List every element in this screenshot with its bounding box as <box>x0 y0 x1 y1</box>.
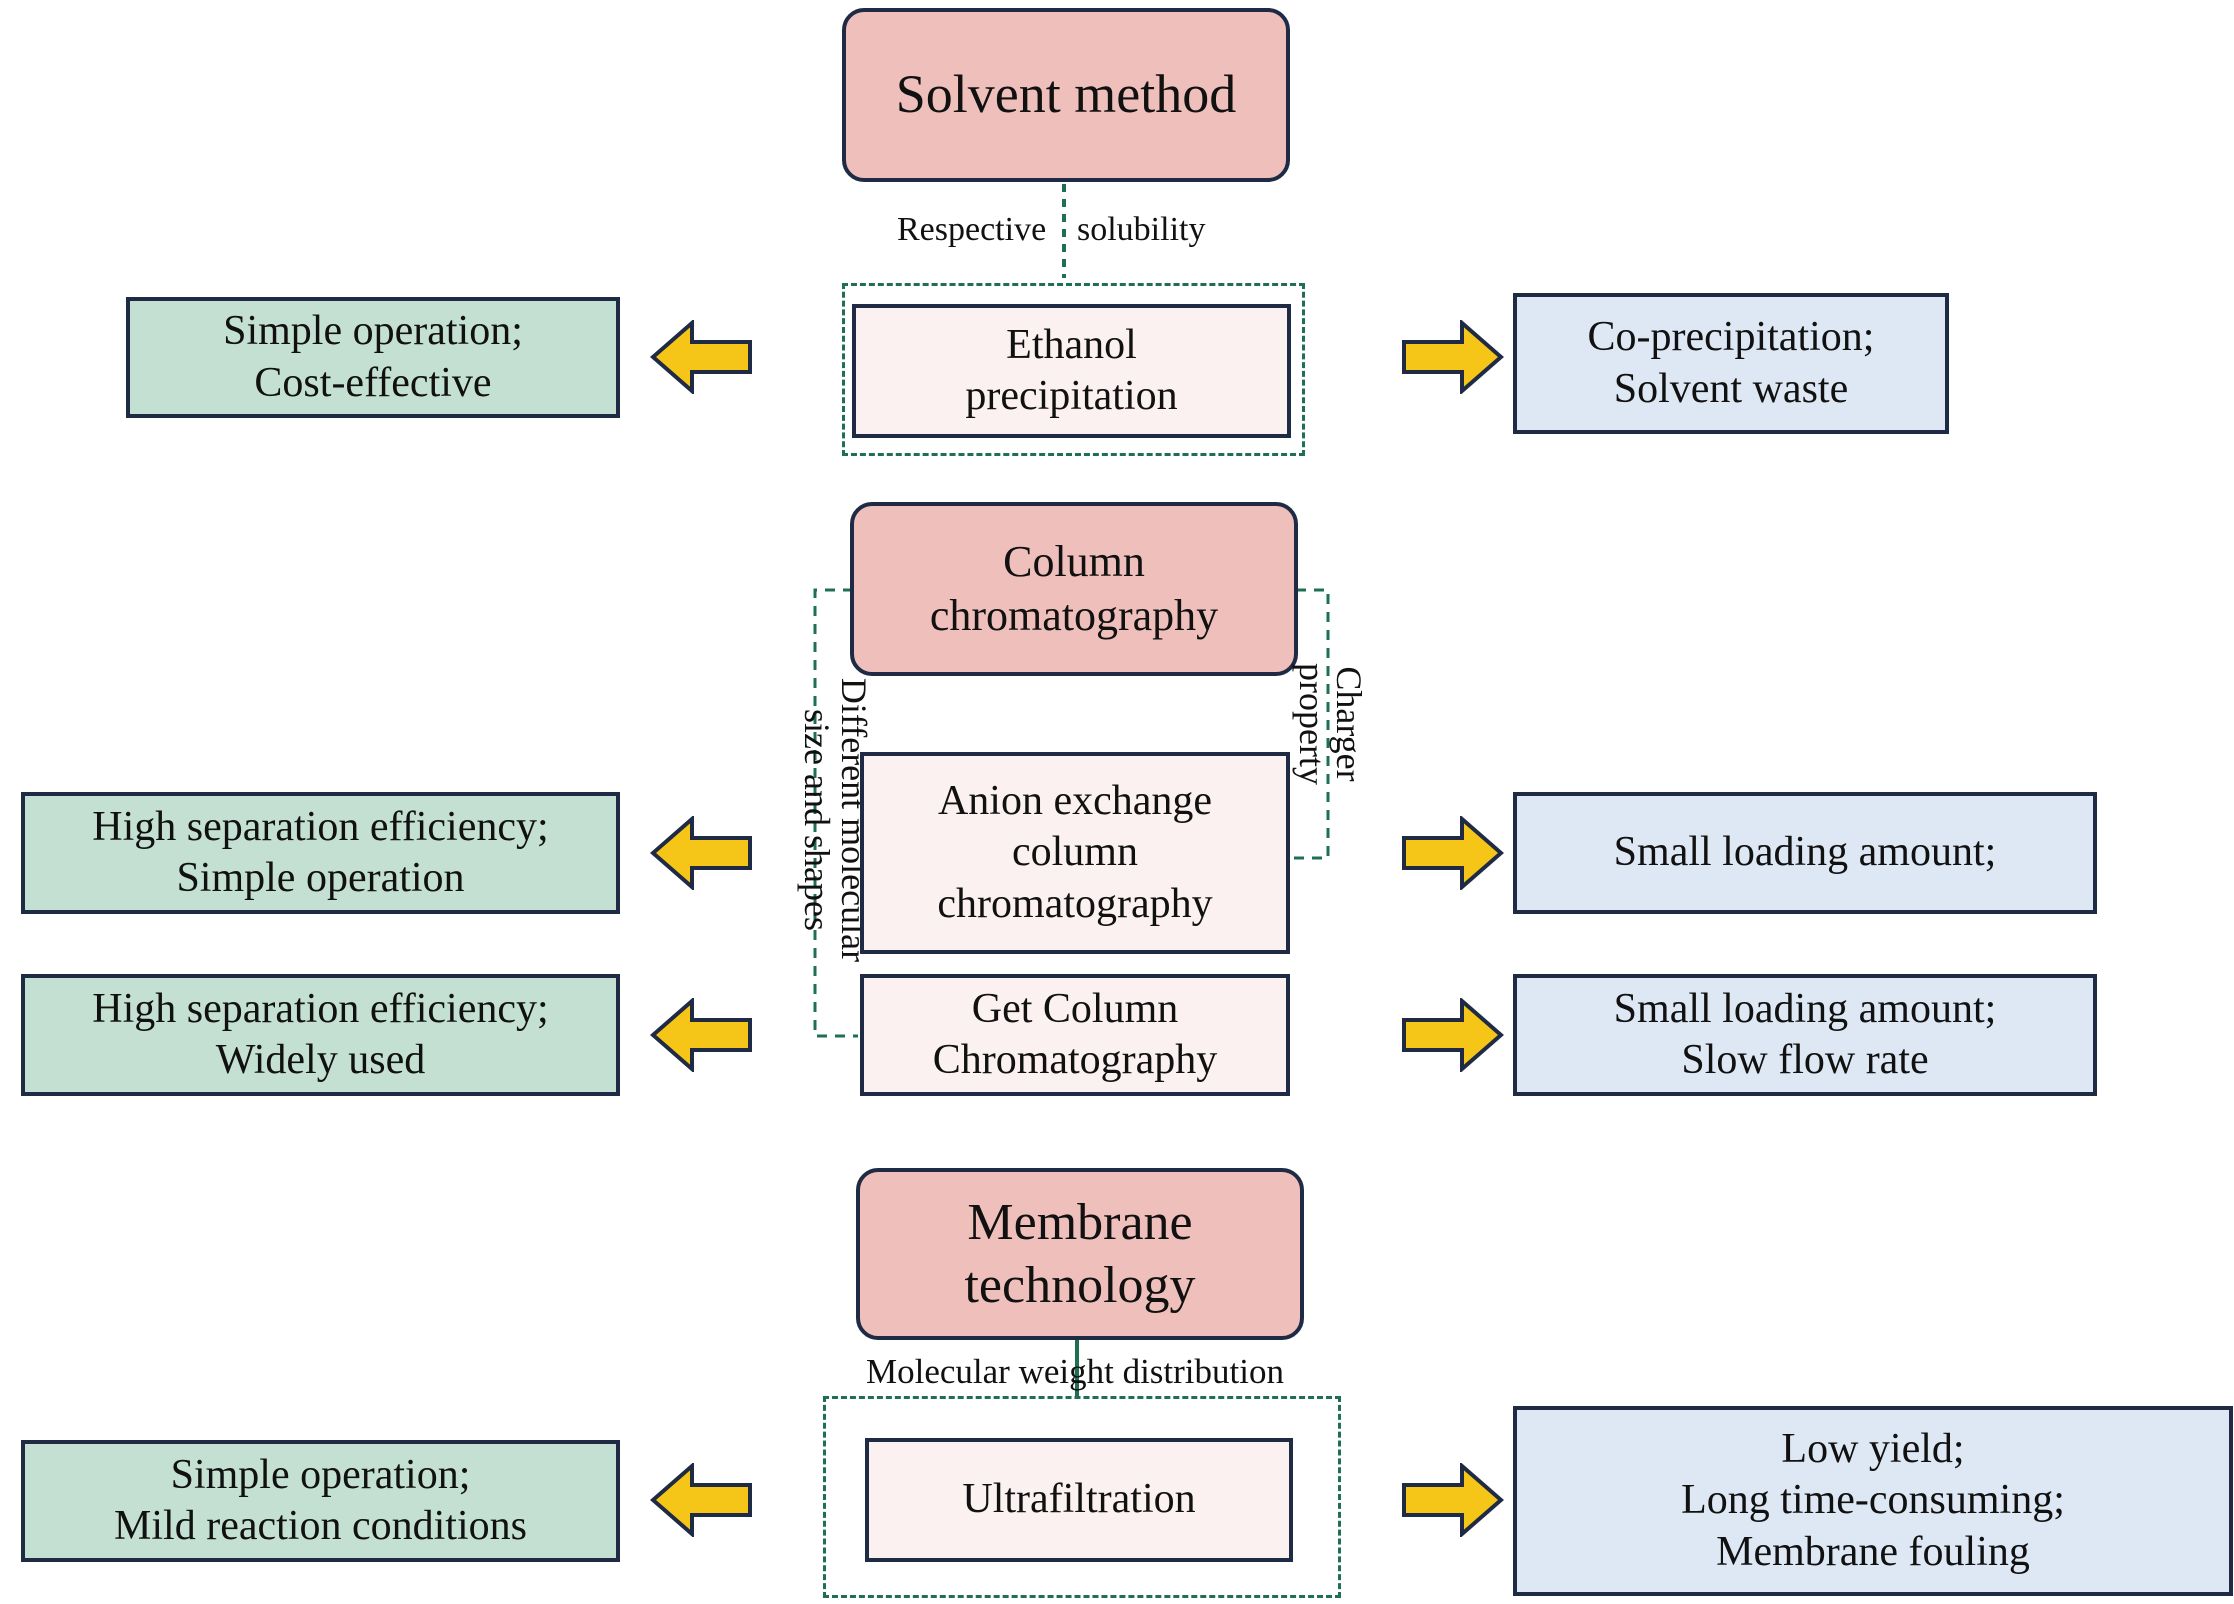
column-title-line-2: chromatography <box>929 591 1219 640</box>
left-arrow-icon <box>650 998 752 1072</box>
anion-advantage-box: High separation efficiency; Simple opera… <box>21 792 620 914</box>
gel-disadvantage-box: Small loading amount; Slow flow rate <box>1513 974 2097 1096</box>
membrane-con-line-1: Low yield; <box>1781 1426 1965 1473</box>
membrane-title-line-1: Membrane <box>967 1193 1193 1251</box>
left-arrow-icon <box>650 320 752 394</box>
gel-con-line-2: Slow flow rate <box>1681 1037 1929 1083</box>
anion-disadvantage-box: Small loading amount; <box>1513 792 2097 914</box>
size-bracket-line <box>813 588 858 1038</box>
solvent-pro-line-1: Simple operation; <box>223 308 523 355</box>
ethanol-precipitation-box: Ethanol precipitation <box>852 304 1291 438</box>
right-arrow-icon <box>1402 1463 1504 1537</box>
anion-con-line-1: Small loading amount; <box>1613 829 1997 876</box>
solvent-method-title: Solvent method <box>895 64 1237 125</box>
gel-pro-line-2: Widely used <box>215 1037 426 1083</box>
molecular-weight-label: Molecular weight distribution <box>866 1352 1284 1391</box>
column-title-line-1: Column <box>1003 537 1145 587</box>
anion-line-1: Anion exchange <box>937 778 1213 825</box>
membrane-con-line-3: Membrane fouling <box>1716 1528 2030 1575</box>
anion-pro-line-2: Simple operation <box>176 855 465 901</box>
gel-advantage-box: High separation efficiency; Widely used <box>21 974 620 1096</box>
charge-line-1: Charger <box>1329 666 1369 782</box>
column-chromatography-box: Column chromatography <box>850 502 1298 676</box>
ethanol-dashed-frame <box>842 283 1305 456</box>
membrane-pro-line-2: Mild reaction conditions <box>114 1503 527 1549</box>
gel-pro-line-1: High separation efficiency; <box>92 985 549 1032</box>
membrane-con-line-2: Long time-consuming; <box>1681 1477 2065 1524</box>
solvent-con-line-2: Solvent waste <box>1613 365 1849 412</box>
charge-property-label: Charger property <box>1287 634 1369 814</box>
membrane-advantage-box: Simple operation; Mild reaction conditio… <box>21 1440 620 1562</box>
charge-bracket-line <box>1288 588 1330 860</box>
left-arrow-icon <box>650 1463 752 1537</box>
membrane-title-line-2: technology <box>964 1257 1196 1314</box>
solubility-label-1: Respective <box>897 211 1047 248</box>
solubility-label-2: solubility <box>1077 211 1206 248</box>
solvent-disadvantage-box: Co-precipitation; Solvent waste <box>1513 293 1949 434</box>
solvent-advantage-box: Simple operation; Cost-effective <box>126 297 620 418</box>
ultrafiltration-label: Ultrafiltration <box>962 1476 1196 1523</box>
right-arrow-icon <box>1402 816 1504 890</box>
ethanol-line-2: precipitation <box>965 373 1178 419</box>
solvent-method-box: Solvent method <box>842 8 1290 182</box>
solvent-con-line-1: Co-precipitation; <box>1587 314 1875 361</box>
gel-line-2: Chromatography <box>932 1037 1218 1083</box>
right-arrow-icon <box>1402 320 1504 394</box>
gel-column-box: Get Column Chromatography <box>860 974 1290 1096</box>
anion-line-2: column <box>1012 829 1138 876</box>
size-shape-line-2: size and shapes <box>797 709 838 931</box>
gel-line-1: Get Column <box>971 985 1179 1032</box>
ethanol-line-1: Ethanol <box>1006 321 1137 368</box>
membrane-disadvantage-box: Low yield; Long time-consuming; Membrane… <box>1513 1406 2233 1596</box>
anion-pro-line-1: High separation efficiency; <box>92 803 549 850</box>
left-arrow-icon <box>650 816 752 890</box>
ultrafiltration-box: Ultrafiltration <box>865 1438 1293 1562</box>
anion-exchange-box: Anion exchange column chromatography <box>860 752 1290 954</box>
right-arrow-icon <box>1402 998 1504 1072</box>
gel-con-line-1: Small loading amount; <box>1613 985 1997 1032</box>
solvent-pro-line-2: Cost-effective <box>254 359 492 406</box>
charge-line-2: property <box>1292 663 1333 785</box>
anion-line-3: chromatography <box>937 880 1213 927</box>
membrane-pro-line-1: Simple operation; <box>170 1451 471 1498</box>
membrane-technology-box: Membrane technology <box>856 1168 1304 1340</box>
ultrafiltration-dashed-frame <box>823 1396 1341 1598</box>
